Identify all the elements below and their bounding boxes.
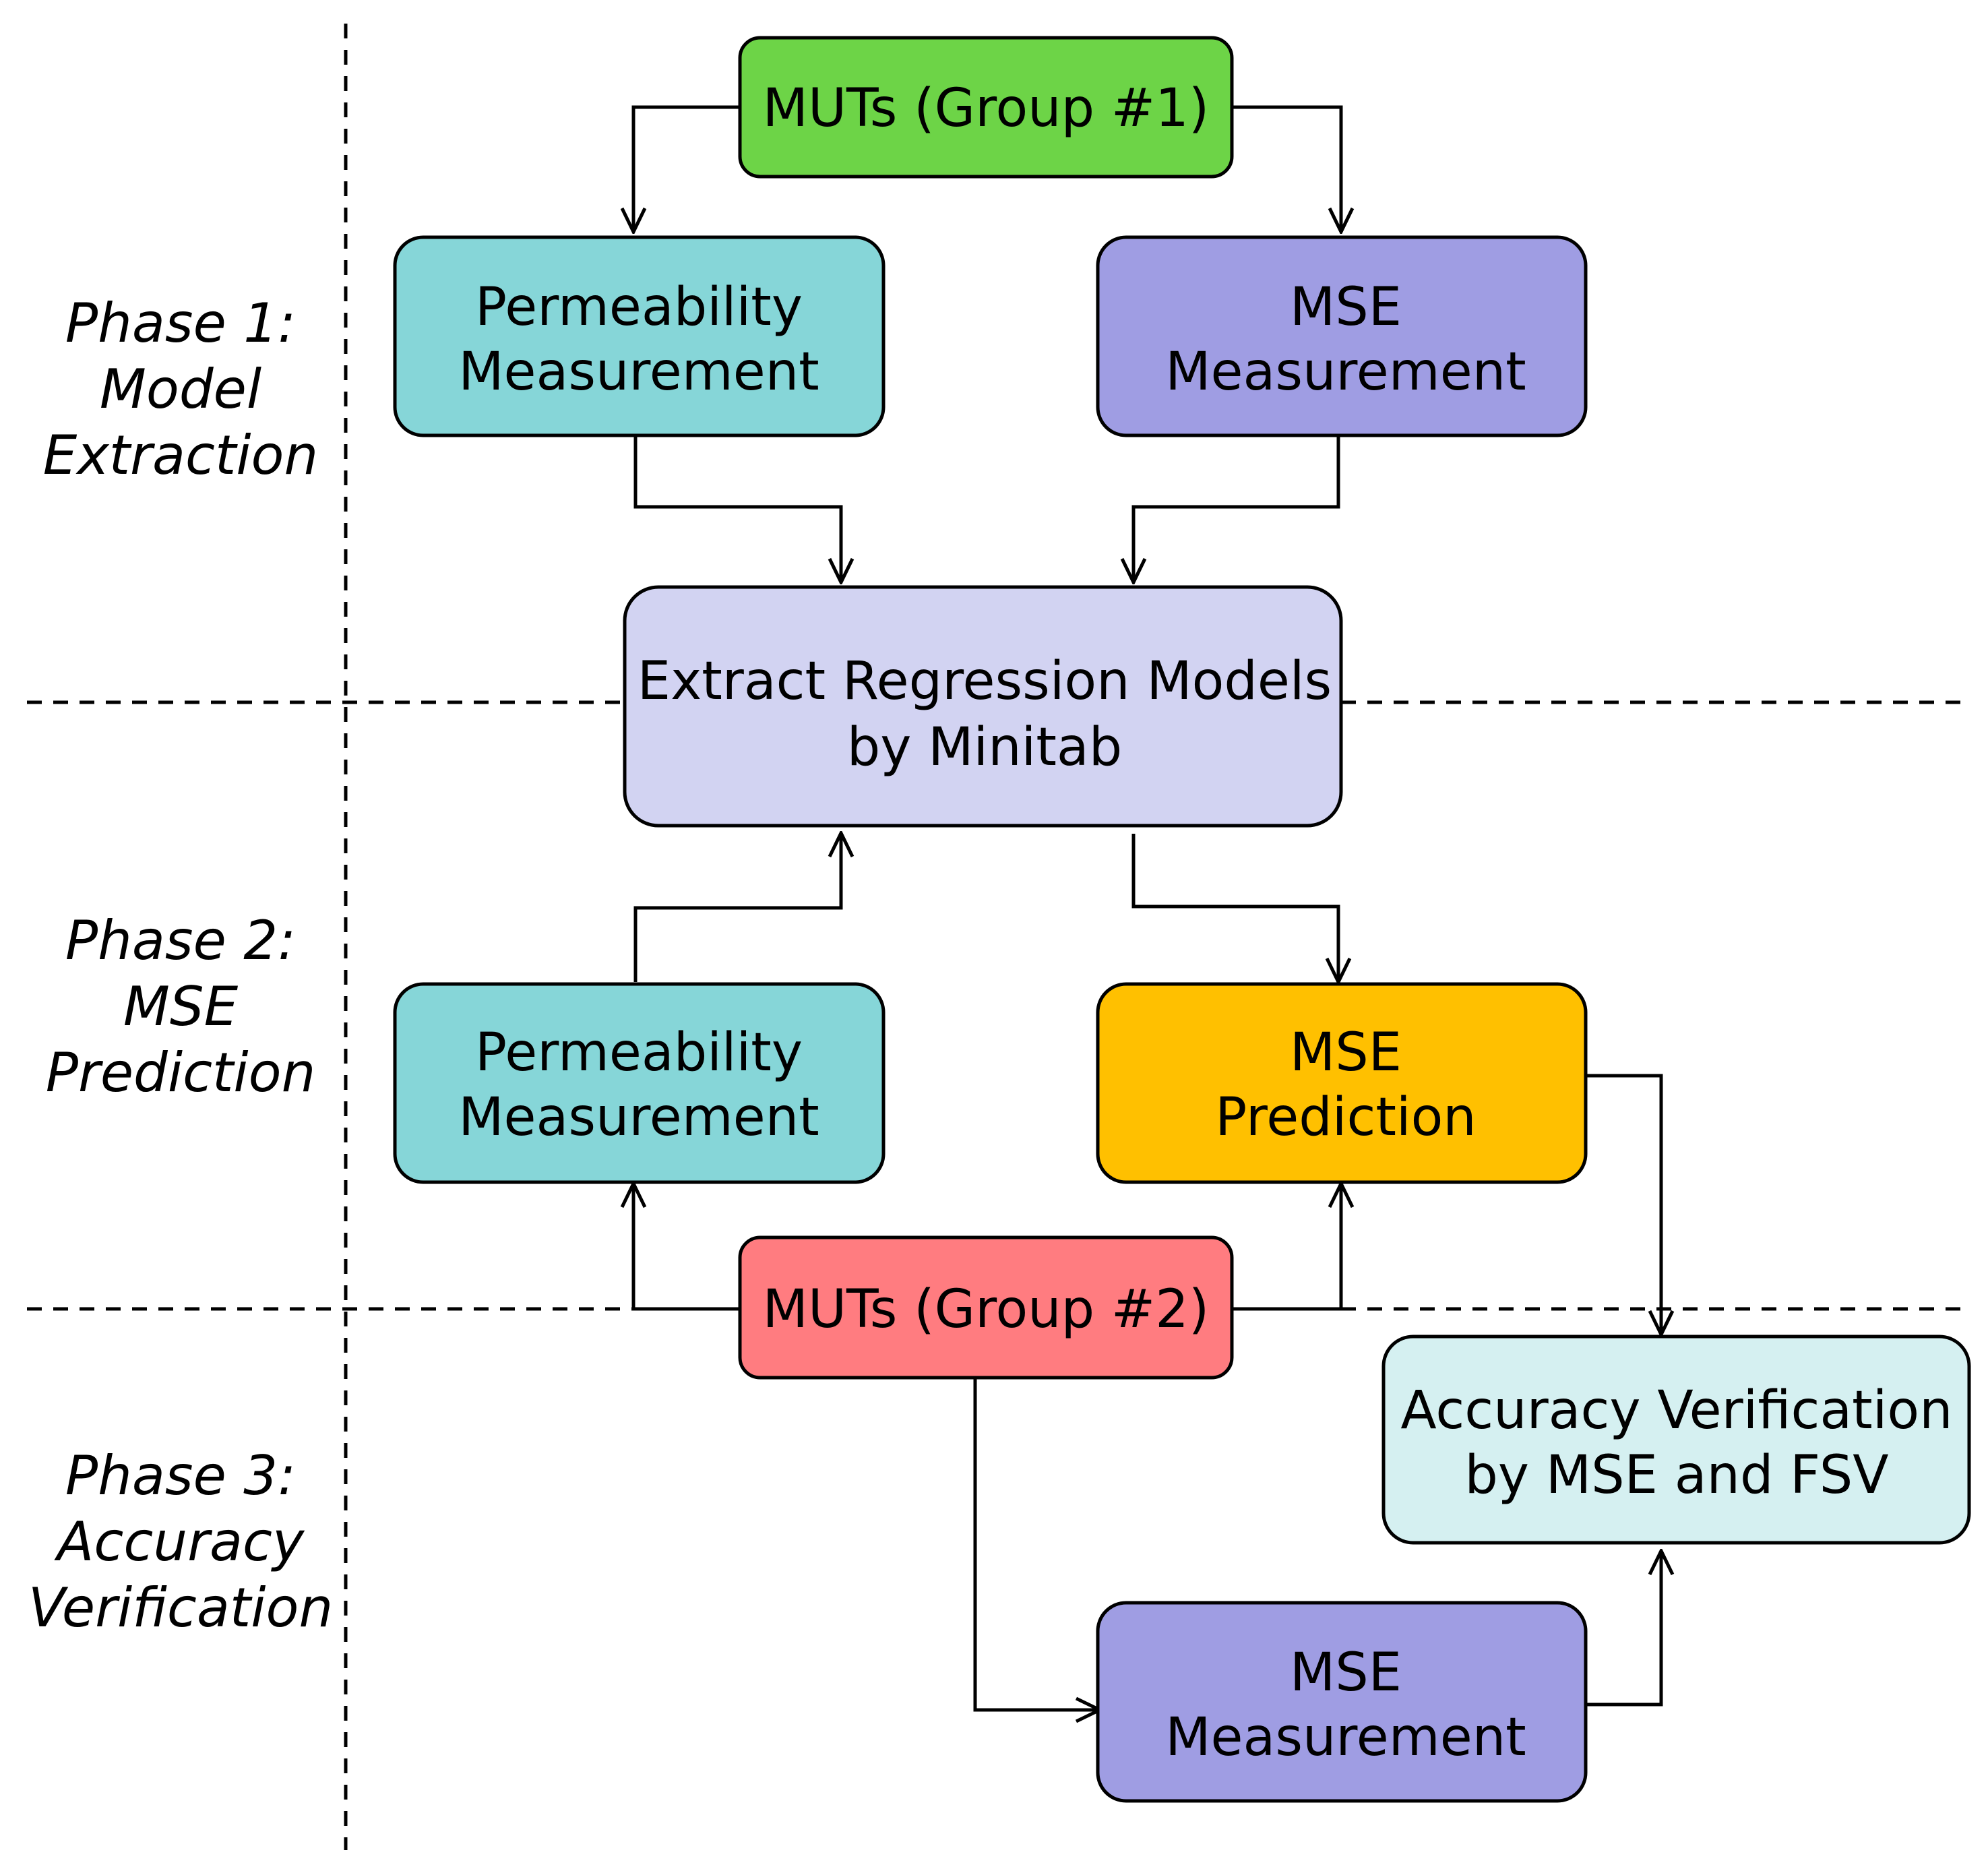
phase-3-line-1: Phase 3:: [65, 1444, 296, 1507]
node-mse-measurement-2-box: [1096, 1601, 1588, 1803]
arrow-muts2-to-mse2: [973, 1379, 1100, 1710]
node-mse-measurement-2: MSE Measurement: [1096, 1601, 1588, 1803]
node-muts-group-1: MUTs (Group #1): [738, 36, 1234, 179]
phase-1-line-3: Extraction: [43, 424, 318, 487]
phase-2-line-3: Prediction: [46, 1041, 316, 1104]
node-muts-group-2: MUTs (Group #2): [738, 1235, 1234, 1380]
phase-dividers: [27, 24, 1971, 1850]
node-permeability-measurement-2-line-1: Permeability: [475, 1022, 803, 1083]
node-mse-measurement-1-line-1: MSE: [1290, 277, 1402, 338]
phase-label-1: Phase 1: Model Extraction: [43, 292, 318, 487]
node-mse-prediction-box: [1096, 982, 1588, 1184]
node-muts-group-2-label: MUTs (Group #2): [763, 1279, 1210, 1340]
arrow-muts2-to-perm2: [633, 1184, 740, 1311]
arrow-muts1-to-mse1: [1232, 105, 1341, 232]
node-accuracy-verification-box: [1381, 1335, 1971, 1545]
node-mse-measurement-2-line-2: Measurement: [1165, 1707, 1526, 1768]
connectors: [633, 105, 1661, 1710]
arrow-extract-to-prediction: [1131, 834, 1338, 982]
node-permeability-measurement-1-line-2: Measurement: [458, 342, 819, 402]
node-mse-measurement-1-line-2: Measurement: [1165, 342, 1526, 402]
node-accuracy-verification-line-2: by MSE and FSV: [1464, 1445, 1888, 1506]
phase-2-line-2: MSE: [123, 975, 239, 1038]
arrow-muts2-to-prediction: [1232, 1184, 1341, 1311]
phase-3-line-2: Accuracy: [54, 1510, 305, 1573]
node-mse-prediction-line-2: Prediction: [1215, 1087, 1477, 1148]
arrow-perm2-to-extract: [633, 833, 841, 982]
phase-label-2: Phase 2: MSE Prediction: [46, 909, 316, 1104]
node-muts-group-2-box: [738, 1235, 1234, 1380]
node-extract-regression-models: Extract Regression Models by Minitab: [623, 585, 1343, 828]
node-mse-prediction: MSE Prediction: [1096, 982, 1588, 1184]
arrow-prediction-to-accuracy: [1585, 1074, 1661, 1335]
arrow-mse2-to-accuracy: [1585, 1551, 1661, 1707]
node-muts-group-1-label: MUTs (Group #1): [763, 78, 1210, 139]
node-mse-measurement-1-box: [1096, 235, 1588, 437]
node-permeability-measurement-2-line-2: Measurement: [458, 1087, 819, 1148]
node-mse-prediction-line-1: MSE: [1290, 1022, 1402, 1083]
node-extract-regression-models-line-2: by Minitab: [847, 717, 1122, 778]
node-accuracy-verification-line-1: Accuracy Verification: [1400, 1380, 1952, 1441]
arrow-mse1-to-extract: [1133, 437, 1340, 582]
node-accuracy-verification: Accuracy Verification by MSE and FSV: [1381, 1335, 1971, 1545]
node-permeability-measurement-1: Permeability Measurement: [393, 235, 886, 437]
node-extract-regression-models-line-1: Extract Regression Models: [638, 651, 1332, 712]
phase-1-line-1: Phase 1:: [65, 292, 296, 355]
phase-label-3: Phase 3: Accuracy Verification: [28, 1444, 333, 1639]
phase-3-line-3: Verification: [28, 1576, 333, 1639]
arrow-muts1-to-perm1: [633, 105, 740, 232]
phase-1-line-2: Model: [100, 358, 261, 421]
phase-2-line-1: Phase 2:: [65, 909, 296, 972]
node-extract-regression-models-box: [623, 585, 1343, 828]
node-permeability-measurement-1-line-1: Permeability: [475, 277, 803, 338]
node-mse-measurement-1: MSE Measurement: [1096, 235, 1588, 437]
node-mse-measurement-2-line-1: MSE: [1290, 1643, 1402, 1703]
node-muts-group-1-box: [738, 36, 1234, 179]
arrow-perm1-to-extract: [633, 437, 841, 582]
node-permeability-measurement-2-box: [393, 982, 886, 1184]
node-permeability-measurement-2: Permeability Measurement: [393, 982, 886, 1184]
node-permeability-measurement-1-box: [393, 235, 886, 437]
